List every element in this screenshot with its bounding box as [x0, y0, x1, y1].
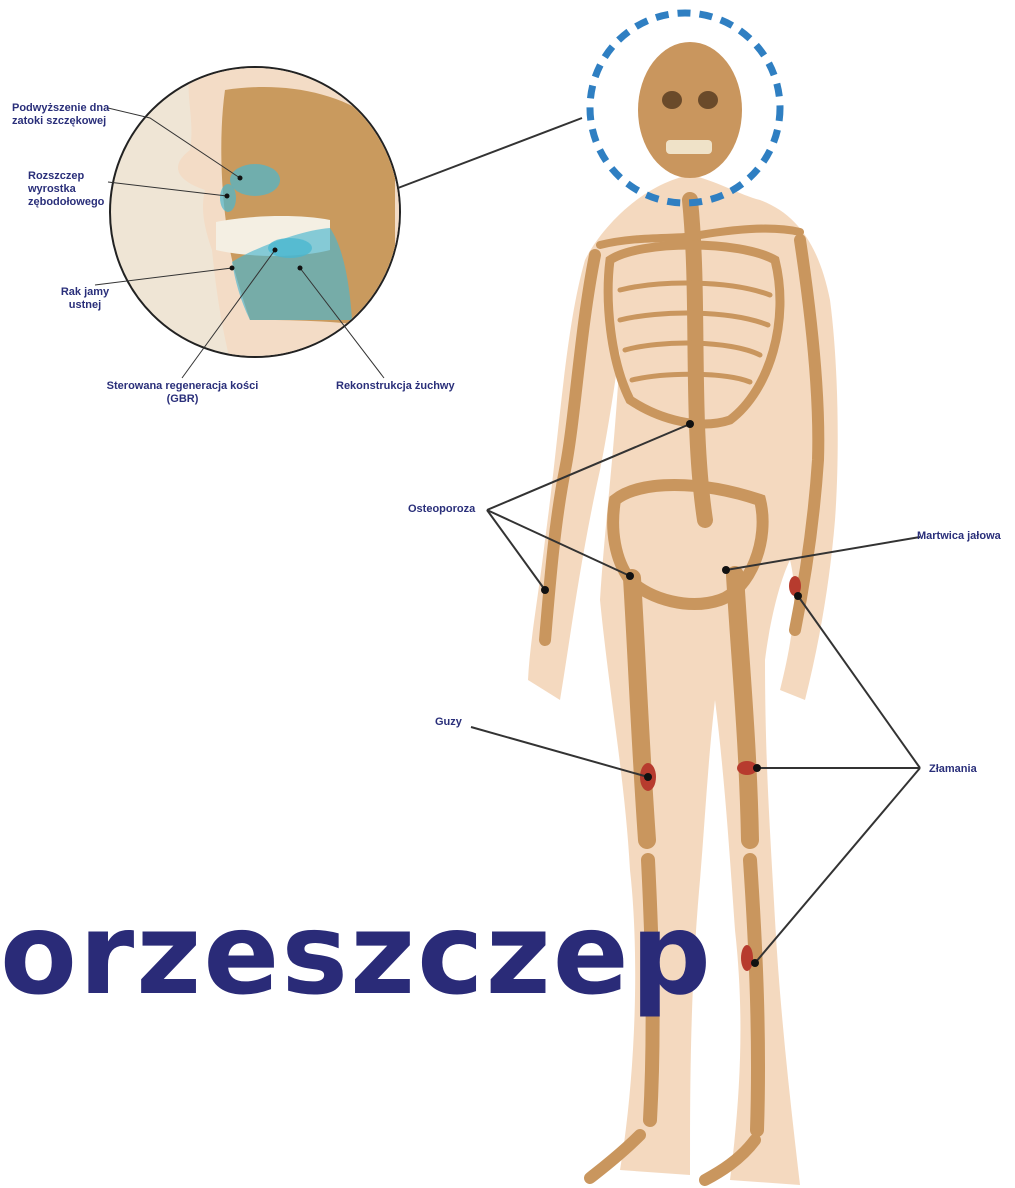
label-sinus-lift: Podwyższenie dna zatoki szczękowej: [12, 102, 132, 128]
label-mandible-reconstruction: Rekonstrukcja żuchwy: [336, 380, 466, 393]
label-osteoporosis: Osteoporoza: [408, 503, 475, 516]
skull: [638, 42, 742, 178]
label-oral-cancer: Rak jamy ustnej: [52, 286, 118, 312]
label-alveolar-cleft: Rozszczep wyrostka zębodołowego: [28, 170, 118, 209]
label-fractures: Złamania: [929, 763, 977, 776]
label-tumors: Guzy: [435, 716, 462, 729]
label-gbr: Sterowana regeneracja kości (GBR): [100, 380, 265, 406]
label-avascular-necrosis: Martwica jałowa: [917, 530, 1015, 543]
face-inset: [110, 66, 400, 360]
page-heading: orzeszczep: [0, 895, 713, 1015]
body-silhouette: [528, 175, 838, 1185]
